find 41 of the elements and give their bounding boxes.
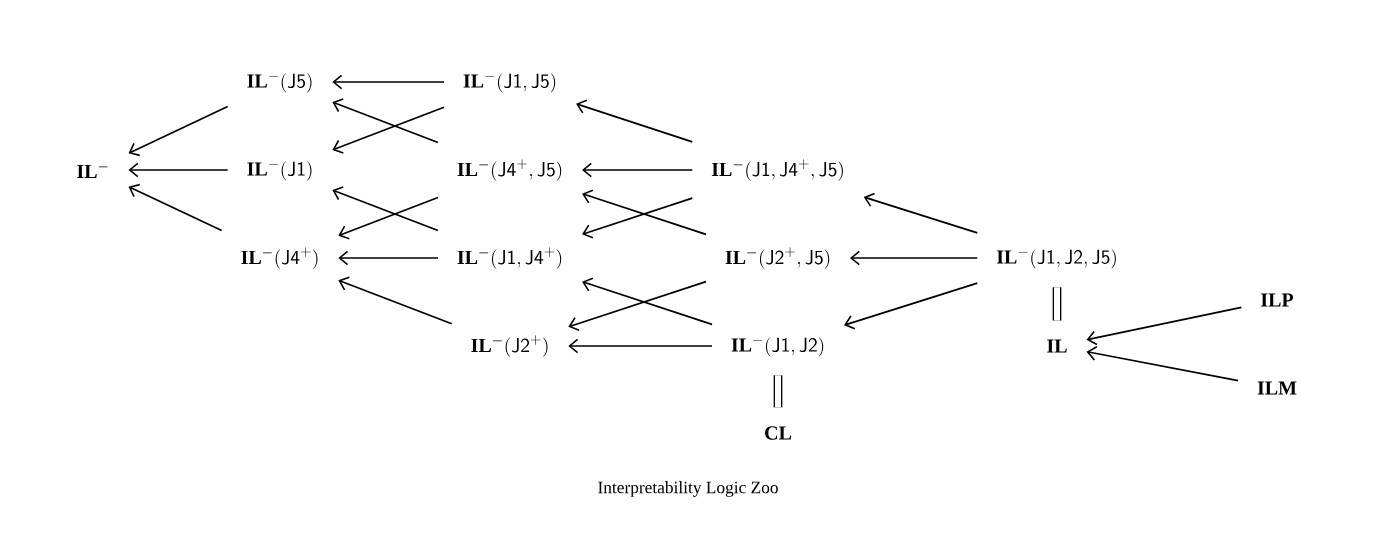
arrow [844,282,979,330]
arrow [1086,306,1243,346]
arrow [128,105,229,157]
caption: Interpretability Logic Zoo [598,481,778,497]
formula-label: $\mathbf{IL}^-(\mathsf{J1}, \mathsf{J2}, \mathsf{J5})$ [996,249,1116,269]
formula-label: $\mathbf{CL}$ [765,426,792,440]
formula-label: $\mathbf{IL}^-(\mathsf{J4}^+, \mathsf{J5})$ [457,159,562,181]
arrow [568,280,707,332]
formula-label: $\mathbf{IL}^-(\mathsf{J1}, \mathsf{J5})$ [463,73,556,93]
double-line [773,375,783,408]
arrow [568,338,713,354]
formula-label: $\mathbf{IL}^-$ [77,164,108,178]
arrow [850,250,979,266]
arrow [1086,346,1239,382]
formula-label: $\mathbf{IL}^-(\mathsf{J1})$ [247,161,312,181]
arrow [128,162,229,178]
formula-label: $\mathbf{IL}^-(\mathsf{J1}, \mathsf{J2})$ [731,337,824,357]
arrow [582,189,707,236]
arrow [128,183,223,232]
formula-label: $\mathbf{IL}^-(\mathsf{J1}, \mathsf{J4}^+, \mathsf{J5})$ [711,159,843,181]
arrow [582,197,694,239]
formula-label: $\mathbf{ILM}$ [1257,381,1297,395]
arrow [582,162,694,178]
arrow [863,192,979,234]
arrow [338,250,439,266]
formula-label: $\mathbf{IL}$ [1047,339,1067,353]
formula-label: $\mathbf{ILP}$ [1261,293,1294,307]
arrow [582,277,713,326]
arrow [338,196,439,240]
formula-label: $\mathbf{IL}^-(\mathsf{J5})$ [247,73,312,93]
arrow [338,276,453,325]
formula-label: $\mathbf{IL}^-(\mathsf{J2}^+)$ [471,335,548,357]
formula-label: $\mathbf{IL}^-(\mathsf{J1}, \mathsf{J4}^+)$ [457,247,562,269]
arrow [332,74,445,90]
arrow [332,98,439,144]
double-line [1052,287,1062,321]
arrow [332,186,439,232]
arrow [332,106,445,154]
formula-label: $\mathbf{IL}^-(\mathsf{J2}^+, \mathsf{J5})$ [725,247,830,269]
formula-label: $\mathbf{IL}^-(\mathsf{J4}^+)$ [241,247,318,269]
arrow [576,99,694,143]
